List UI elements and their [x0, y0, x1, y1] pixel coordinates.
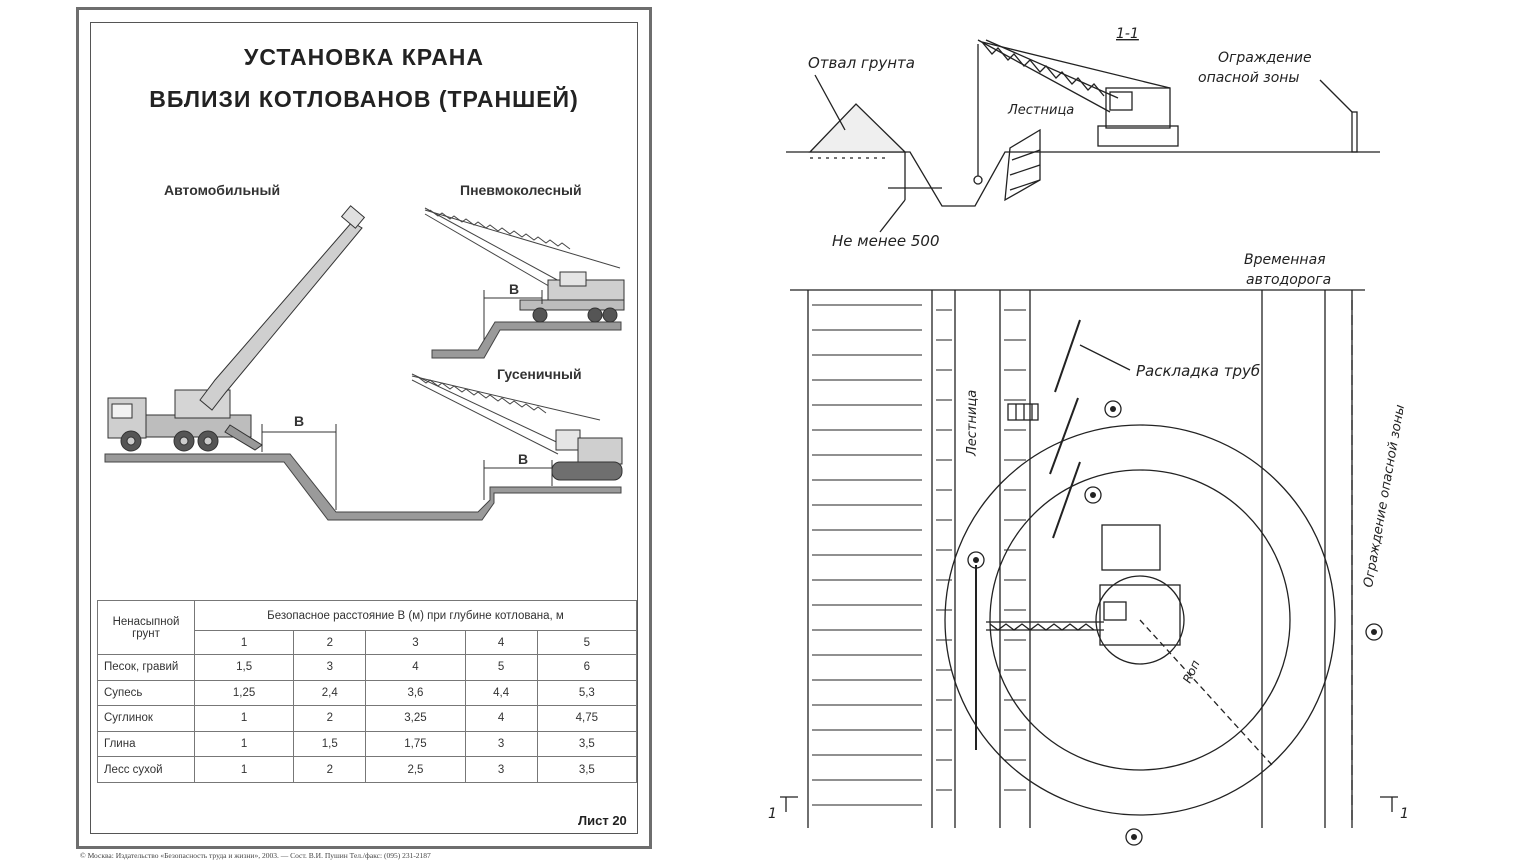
pipe-layout [975, 319, 1081, 750]
danger-zone-circle-inner [989, 469, 1291, 771]
cell: 6 [536, 654, 638, 681]
plan-ladder-label: Лестница [965, 390, 980, 457]
pipe-layout-label: Раскладка труб [1136, 362, 1260, 380]
distance-b-label-crawler: В [518, 451, 529, 467]
table-row: Песок, гравий 1,5 3 4 5 6 [97, 654, 638, 681]
truck-crane-drawing [107, 205, 366, 452]
fence-post [1351, 111, 1358, 153]
cell: 4,75 [536, 705, 638, 732]
sheet-number: Лист 20 [578, 813, 627, 828]
cell: 5,3 [536, 679, 638, 707]
fence-leader [1319, 79, 1353, 113]
danger-zone-fence-label: Ограждение опасной зоны [1361, 404, 1408, 589]
danger-fence-label-1: Ограждение [1218, 50, 1312, 66]
section-ground-line [786, 151, 1380, 207]
section-crane [973, 39, 1179, 185]
spoil-leader [814, 74, 846, 131]
crawler-crane-label: Гусеничный [497, 366, 582, 382]
spoil-pile-label: Отвал грунта [808, 54, 915, 72]
cell: 3 [464, 730, 538, 758]
plan-trench-bands [790, 289, 1365, 828]
distance-b-dimension-pneumatic [483, 290, 543, 340]
crawler-crane-drawing [411, 373, 623, 481]
upper-excavation-profile [431, 321, 622, 359]
radius-line [1139, 619, 1273, 766]
cell: 2 [293, 756, 367, 783]
depth-3: 3 [365, 630, 466, 655]
soil-header: Ненасыпной грунт [97, 600, 195, 655]
section-ladder [1004, 128, 1041, 202]
radius-label: Rоп [1180, 658, 1203, 685]
section-mark-right [1380, 796, 1398, 812]
min-distance-label: Не менее 500 [832, 232, 939, 250]
safe-distance-table: Ненасыпной грунт Безопасное расстояние В… [97, 600, 638, 783]
poster-title-line2: ВБЛИЗИ КОТЛОВАНОВ (ТРАНШЕЙ) [149, 86, 579, 112]
cell: 3,5 [536, 756, 638, 783]
pneumatic-crane-drawing [424, 207, 625, 323]
depth-1: 1 [193, 630, 295, 655]
soil-name: Супесь [97, 679, 195, 707]
cell: 3 [464, 756, 538, 783]
pneumatic-crane-label: Пневмоколесный [460, 182, 582, 198]
truck-crane-label: Автомобильный [164, 182, 281, 198]
soil-name: Суглинок [97, 705, 195, 732]
soil-name: Глина [97, 730, 195, 758]
poster-inner-border [90, 22, 638, 834]
copyright-line: © Москва: Издательство «Безопасность тру… [80, 851, 431, 860]
temp-road-label-2: автодорога [1246, 272, 1331, 288]
section-mark-left [780, 796, 798, 812]
poster-illustration [104, 205, 625, 521]
cell: 2,5 [365, 756, 466, 783]
cell: 2 [293, 705, 367, 732]
temp-road-label-1: Временная [1244, 252, 1326, 268]
pipe-leader [1079, 344, 1131, 371]
depth-2: 2 [293, 630, 367, 655]
danger-fence-label-2: опасной зоны [1198, 70, 1299, 86]
min-distance-dimension [879, 152, 942, 233]
spoil-pile [808, 103, 907, 153]
ladder-label: Лестница [1007, 103, 1074, 118]
excavation-profile [104, 453, 622, 521]
cell: 4 [464, 705, 538, 732]
distance-b-dimension-crawler [483, 460, 553, 500]
section-label: 1-1 [1116, 26, 1139, 42]
danger-zone-circle-outer [944, 424, 1336, 816]
cell: 1 [193, 705, 295, 732]
section-mark-right-label: 1 [1400, 806, 1409, 822]
cell: 1,75 [365, 730, 466, 758]
table-row: Суглинок 1 2 3,25 4 4,75 [97, 705, 638, 732]
distance-b-dimension-truck [261, 424, 337, 510]
poster-title-line1: УСТАНОВКА КРАНА [244, 44, 484, 70]
cell: 1 [193, 756, 295, 783]
depth-5: 5 [536, 630, 638, 655]
table-row: Лесс сухой 1 2 2,5 3 3,5 [97, 756, 638, 783]
distance-b-label-pneumatic: В [509, 281, 520, 297]
distance-b-label-truck: В [294, 413, 305, 429]
plan-ladder [1007, 403, 1039, 421]
cell: 2,4 [293, 679, 367, 707]
plan-crane [986, 524, 1185, 665]
cell: 4 [365, 654, 466, 681]
plan-symbols [967, 400, 1383, 846]
trench-hatching [812, 304, 1026, 806]
section-mark-left-label: 1 [768, 806, 777, 822]
